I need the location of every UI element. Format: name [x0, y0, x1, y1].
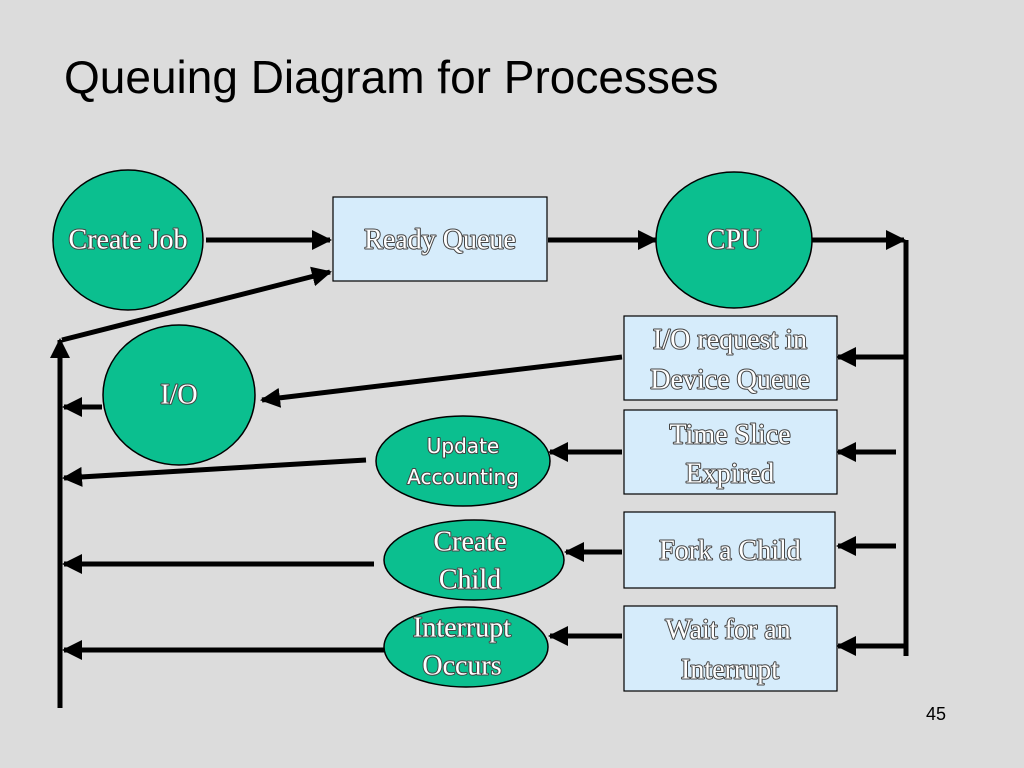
ready-queue-label: Ready Queue	[364, 225, 516, 256]
io-request-label-line1: I/O request in	[653, 325, 807, 356]
time-slice-label-line1: Time Slice	[669, 420, 790, 451]
interrupt-occurs-label-line1: Interrupt	[413, 613, 511, 644]
interrupt-occurs-node: Interrupt Occurs	[383, 606, 549, 688]
fork-child-label: Fork a Child	[659, 536, 801, 567]
slide-title: Queuing Diagram for Processes	[64, 51, 719, 103]
update-accounting-node: Update Accounting	[375, 415, 551, 507]
arrow-left-to-readyqueue	[61, 266, 332, 343]
page-number: 45	[925, 704, 946, 724]
wait-interrupt-label-line2: Interrupt	[681, 655, 779, 686]
fork-child-box: Fork a Child	[623, 511, 836, 589]
update-accounting-label-line1: Update	[427, 434, 499, 458]
wait-interrupt-box: Wait for an Interrupt	[623, 605, 838, 692]
create-child-node: Create Child	[383, 519, 565, 601]
interrupt-occurs-label-line2: Occurs	[422, 651, 501, 682]
update-accounting-label-line2: Accounting	[407, 465, 519, 489]
create-child-label-line1: Create	[433, 527, 506, 558]
arrow-io-request-to-io	[260, 354, 623, 408]
io-label: I/O	[160, 380, 197, 411]
cpu-node: CPU	[655, 171, 813, 309]
create-job-node: Create Job	[52, 169, 204, 311]
time-slice-box: Time Slice Expired	[623, 409, 838, 495]
io-request-label-line2: Device Queue	[650, 365, 809, 396]
time-slice-label-line2: Expired	[686, 459, 775, 490]
create-child-label-line2: Child	[439, 565, 501, 596]
create-job-label: Create Job	[69, 225, 188, 256]
cpu-label: CPU	[707, 225, 761, 256]
arrow-update-to-left	[62, 457, 367, 487]
io-node: I/O	[102, 324, 256, 466]
ready-queue-box: Ready Queue	[332, 196, 548, 282]
connectors	[50, 230, 909, 708]
wait-interrupt-label-line1: Wait for an	[665, 615, 790, 646]
io-request-box: I/O request in Device Queue	[623, 315, 838, 401]
